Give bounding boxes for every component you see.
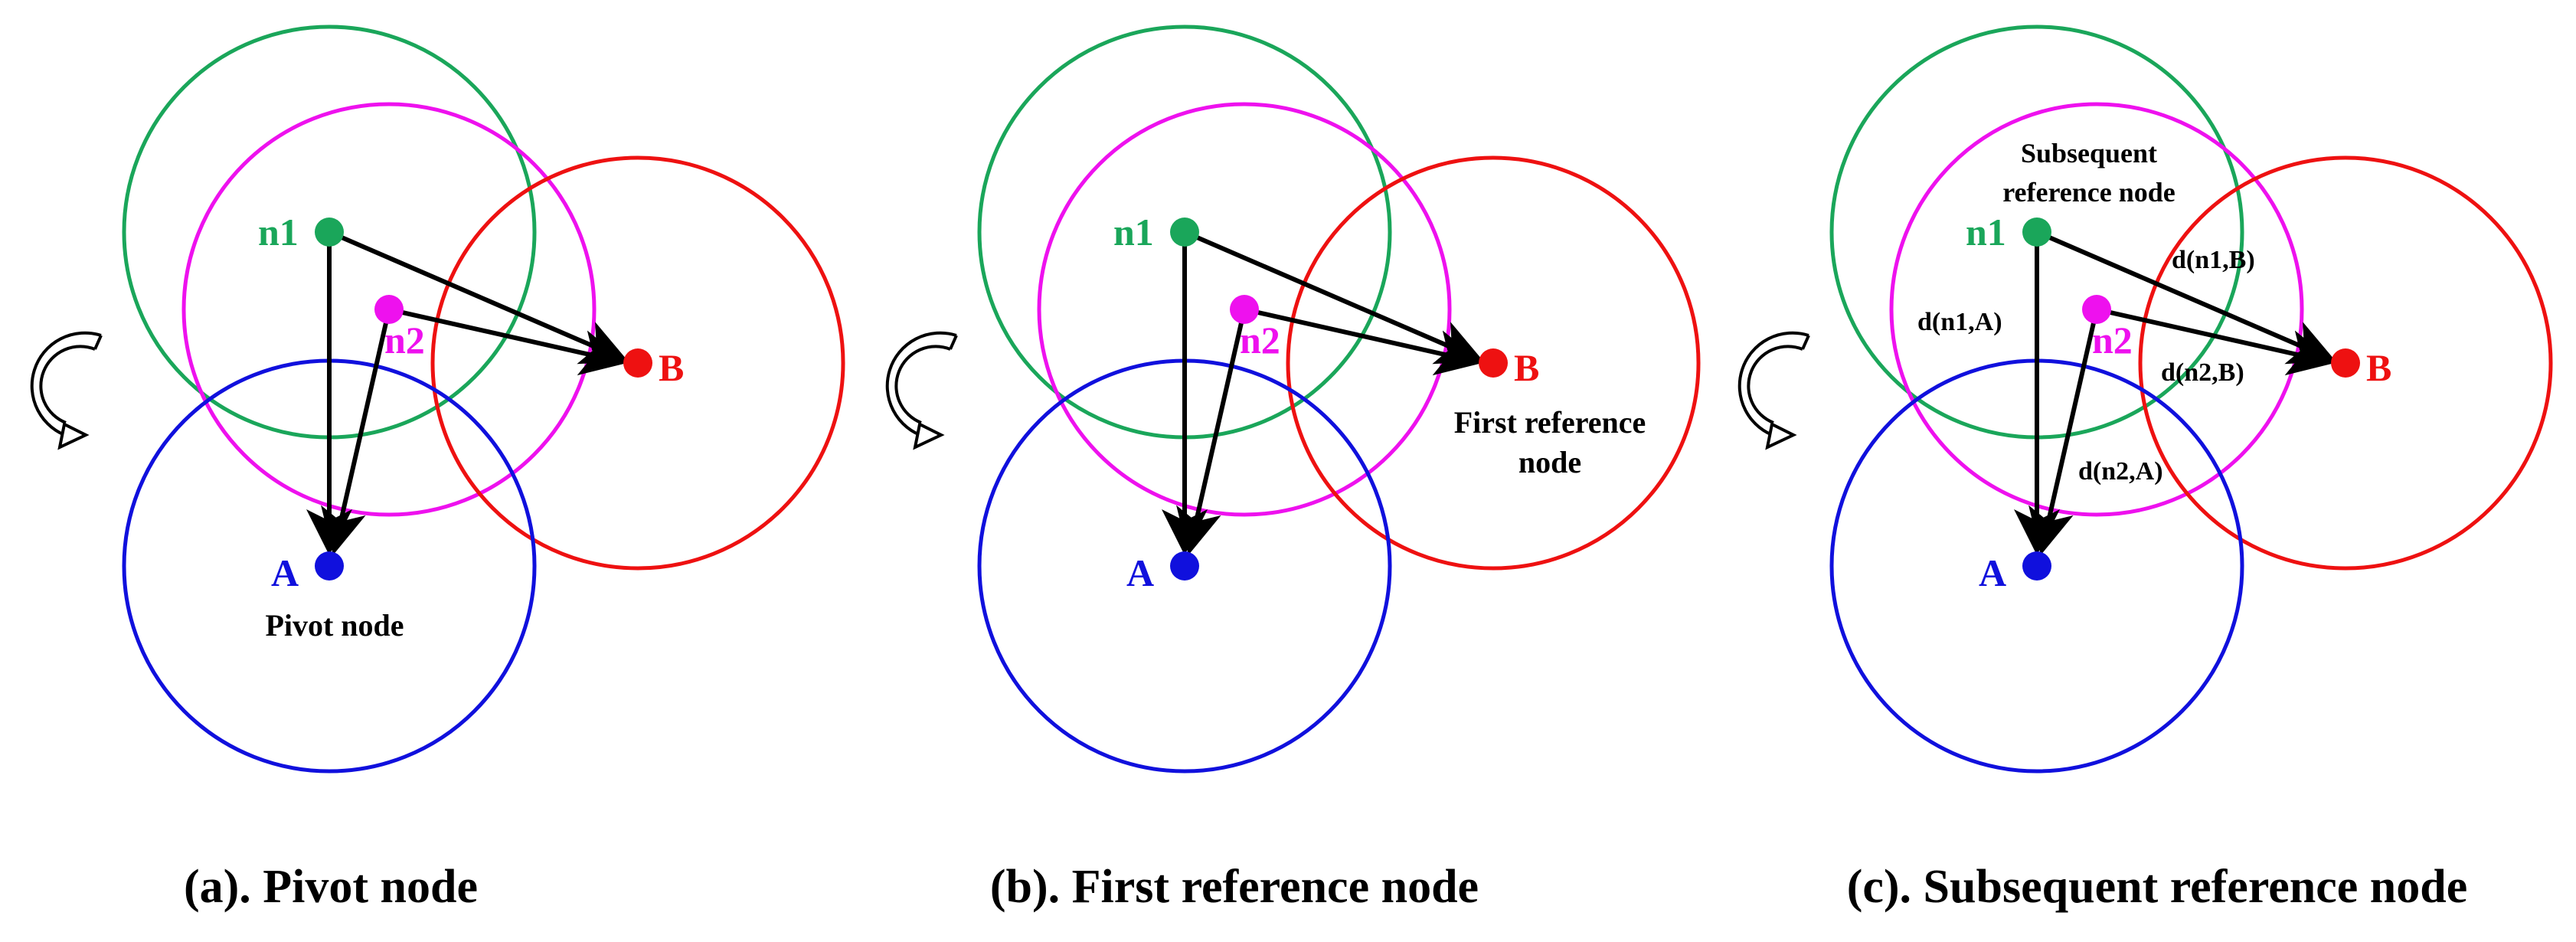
A-label: A	[271, 551, 299, 594]
distance-label-n2-A: d(n2,A)	[2078, 457, 2163, 486]
B-node	[2331, 348, 2360, 378]
n1-node	[315, 218, 344, 247]
distance-label-n1-B: d(n1,B)	[2172, 246, 2255, 274]
n2-node	[1230, 295, 1259, 324]
n2-node	[374, 295, 404, 324]
n2-range-circle	[181, 102, 597, 517]
arrow-n2-to-B	[2096, 307, 2335, 376]
B-label: B	[1514, 346, 1539, 389]
B-range-circle	[1286, 155, 1701, 571]
n2-node	[2082, 295, 2111, 324]
n2-label: n2	[1240, 319, 1280, 361]
distance-label-n1-A: d(n1,A)	[1917, 308, 2002, 336]
n2-label: n2	[2092, 319, 2133, 361]
n1-label: n1	[258, 211, 299, 253]
subsequent-reference-annotation-line1: Subsequent	[2021, 138, 2157, 168]
rotation-arrow-icon	[885, 331, 958, 450]
arrow-n2-to-B	[388, 307, 627, 376]
panel-a: n1 n2 B A Pivot node (a). Pivot node	[30, 25, 845, 913]
panel-a-caption: (a). Pivot node	[184, 861, 478, 913]
first-reference-annotation-line2: node	[1518, 445, 1581, 479]
B-node	[1479, 348, 1508, 378]
rotation-arrow-icon	[1737, 331, 1810, 450]
n2-range-circle	[1889, 102, 2304, 517]
A-node	[2022, 551, 2051, 581]
pivot-node-annotation: Pivot node	[265, 608, 404, 643]
arrow-n1-to-B	[2035, 230, 2336, 365]
n1-label: n1	[1113, 211, 1154, 253]
n1-label: n1	[1966, 211, 2006, 253]
first-reference-annotation-line1: First reference	[1454, 405, 1646, 440]
panel-c: n1 n2 B A Subsequent reference node d(n1…	[1737, 25, 2553, 913]
B-range-circle	[430, 155, 845, 571]
panel-b: n1 n2 B A First reference node (b). Firs…	[885, 25, 1701, 913]
distance-label-n2-B: d(n2,B)	[2161, 358, 2244, 387]
arrow-n1-to-B	[328, 230, 629, 365]
A-node	[1170, 551, 1199, 581]
arrow-n2-to-A	[321, 309, 391, 555]
n1-node	[2022, 218, 2051, 247]
arrow-n1-to-B	[1183, 230, 1484, 365]
B-label: B	[2366, 346, 2391, 389]
B-label: B	[659, 346, 684, 389]
panel-b-caption: (b). First reference node	[990, 861, 1479, 913]
B-range-circle	[2138, 155, 2553, 571]
n2-label: n2	[384, 319, 425, 361]
arrow-n2-to-A	[1176, 309, 1247, 555]
A-label: A	[1126, 551, 1154, 594]
n1-node	[1170, 218, 1199, 247]
arrow-n2-to-B	[1244, 307, 1483, 376]
rotation-arrow-icon	[30, 331, 103, 450]
arrow-n2-to-A	[2028, 309, 2099, 555]
panel-c-caption: (c). Subsequent reference node	[1847, 861, 2468, 913]
A-label: A	[1979, 551, 2006, 594]
n2-range-circle	[1037, 102, 1452, 517]
subsequent-reference-annotation-line2: reference node	[2002, 177, 2176, 208]
B-node	[623, 348, 652, 378]
A-node	[315, 551, 344, 581]
